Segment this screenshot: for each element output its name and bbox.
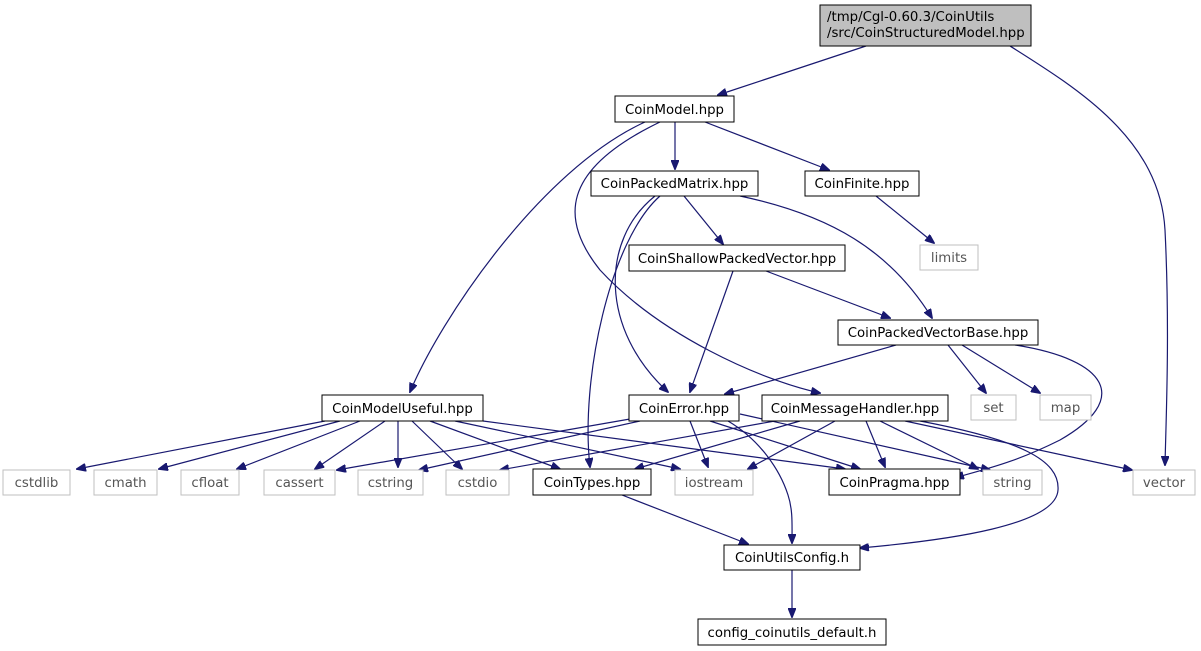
edge-coinmessagehandler-to-string <box>879 420 978 469</box>
node-label: CoinPackedMatrix.hpp <box>601 177 749 192</box>
edge-coinshallowpackedvector-to-coinerror <box>690 270 734 392</box>
edge-coinmodeluseful-to-cassert <box>315 420 386 469</box>
edge-coinmessagehandler-to-vector <box>904 420 1132 470</box>
edge-coinmodeluseful-to-cointypes <box>429 420 560 469</box>
root-file-path-line-1: /tmp/Cgl-0.60.3/CoinUtils <box>827 10 994 25</box>
edge-coinerror-to-cstring <box>419 420 641 470</box>
node-cstdlib: cstdlib <box>2 469 71 496</box>
node-cstring: cstring <box>357 469 424 496</box>
edge-coinmessagehandler-to-cstdio <box>500 420 776 470</box>
node-label: limits <box>931 251 967 266</box>
edge-coinpackedvectorbase-to-set <box>947 344 986 393</box>
node-coin-message-handler[interactable]: CoinMessageHandler.hpp <box>761 394 949 422</box>
edge-coinmessagehandler-to-iostream <box>748 420 836 469</box>
node-label: CoinModel.hpp <box>625 103 724 118</box>
edge-cointypes-to-coinutilsconfig <box>621 494 748 544</box>
node-vector: vector <box>1132 469 1196 496</box>
node-label: cstdlib <box>15 476 59 491</box>
edge-coinmessagehandler-to-coinpragma <box>865 420 885 467</box>
node-label: CoinModelUseful.hpp <box>332 402 473 417</box>
edge-coinfinite-to-limits <box>875 195 934 243</box>
node-set: set <box>970 394 1017 421</box>
node-coin-types[interactable]: CoinTypes.hpp <box>532 468 652 496</box>
node-label: CoinTypes.hpp <box>544 476 641 491</box>
node-label: set <box>983 401 1003 416</box>
node-coin-error[interactable]: CoinError.hpp <box>628 394 740 422</box>
edge-coinmodeluseful-to-cmath <box>159 420 341 469</box>
node-cstdio: cstdio <box>445 469 510 496</box>
node-label: CoinUtilsConfig.h <box>735 551 849 566</box>
edge-coinpackedmatrix-to-coinshallowpackedvector <box>683 195 723 244</box>
edge-coinerror-to-string <box>739 413 990 470</box>
node-map: map <box>1039 394 1092 421</box>
root-file-path-line-2: /src/CoinStructuredModel.hpp <box>827 26 1025 41</box>
node-label: iostream <box>685 476 743 491</box>
node-label: string <box>993 476 1031 491</box>
node-cassert: cassert <box>263 469 336 496</box>
edge-coinmodel-to-coinmodeluseful <box>410 121 646 392</box>
edge-coinmessagehandler-to-cointypes <box>635 420 801 469</box>
edge-coinerror-to-coinutilsconfig <box>727 420 792 543</box>
node-label: CoinFinite.hpp <box>815 177 910 192</box>
node-label: CoinShallowPackedVector.hpp <box>638 252 836 267</box>
node-string: string <box>982 469 1043 496</box>
edge-coinpackedmatrix-to-coinpackedvectorbase <box>739 195 932 318</box>
edge-coinerror-to-cassert <box>337 418 631 470</box>
node-label: CoinPackedVectorBase.hpp <box>848 326 1029 341</box>
node-label: CoinPragma.hpp <box>839 476 949 491</box>
node-cfloat: cfloat <box>180 469 240 496</box>
node-label: CoinError.hpp <box>639 402 729 417</box>
edge-coinpackedmatrix-to-coinerror <box>614 195 668 392</box>
node-coin-utils-config[interactable]: CoinUtilsConfig.h <box>723 544 861 571</box>
edge-root-to-vector <box>1009 45 1167 465</box>
node-config-coinutils-default[interactable]: config_coinutils_default.h <box>697 618 887 646</box>
node-label: vector <box>1143 476 1186 491</box>
edge-coinshallowpackedvector-to-coinpackedvectorbase <box>765 270 890 318</box>
node-coin-model-useful[interactable]: CoinModelUseful.hpp <box>321 394 484 422</box>
node-coin-packed-matrix[interactable]: CoinPackedMatrix.hpp <box>590 170 759 197</box>
node-label: CoinMessageHandler.hpp <box>771 402 940 417</box>
edge-coinmodeluseful-to-cstdlib <box>77 420 326 469</box>
root-file-node: /tmp/Cgl-0.60.3/CoinUtils /src/CoinStruc… <box>819 4 1032 47</box>
edge-coinpackedvectorbase-to-coinerror <box>725 344 897 394</box>
node-coin-pragma[interactable]: CoinPragma.hpp <box>828 468 961 496</box>
node-label: config_coinutils_default.h <box>708 626 877 641</box>
node-label: cstring <box>368 476 413 491</box>
node-layer: /tmp/Cgl-0.60.3/CoinUtils /src/CoinStruc… <box>2 4 1196 646</box>
edge-coinmodeluseful-to-cstdio <box>411 420 462 469</box>
edge-coinmodel-to-coinfinite <box>704 121 829 170</box>
node-coin-model[interactable]: CoinModel.hpp <box>614 95 735 123</box>
node-coin-finite[interactable]: CoinFinite.hpp <box>804 170 920 197</box>
edge-coinmodeluseful-to-iostream <box>454 420 680 469</box>
edge-coinerror-to-coinpragma <box>709 420 860 469</box>
node-limits: limits <box>919 244 979 271</box>
edge-root-to-coinmodel <box>718 45 867 95</box>
node-coin-shallow-packed-vector[interactable]: CoinShallowPackedVector.hpp <box>628 244 846 272</box>
edge-coinpackedmatrix-to-cointypes <box>588 195 661 467</box>
edge-coinerror-to-iostream <box>689 420 708 467</box>
node-coin-packed-vector-base[interactable]: CoinPackedVectorBase.hpp <box>837 319 1039 346</box>
node-label: cfloat <box>191 476 228 491</box>
edge-coinpackedvectorbase-to-map <box>961 344 1040 393</box>
edge-coinmodeluseful-to-coinpragma <box>482 420 845 469</box>
node-label: cstdio <box>458 476 498 491</box>
node-label: map <box>1051 401 1081 416</box>
node-label: cmath <box>104 476 146 491</box>
node-cmath: cmath <box>93 469 158 496</box>
edge-coinmodeluseful-to-cfloat <box>237 420 361 469</box>
edge-coinmessagehandler-to-coinutilsconfig <box>860 420 1059 548</box>
node-label: cassert <box>275 476 323 491</box>
node-iostream: iostream <box>674 469 754 496</box>
